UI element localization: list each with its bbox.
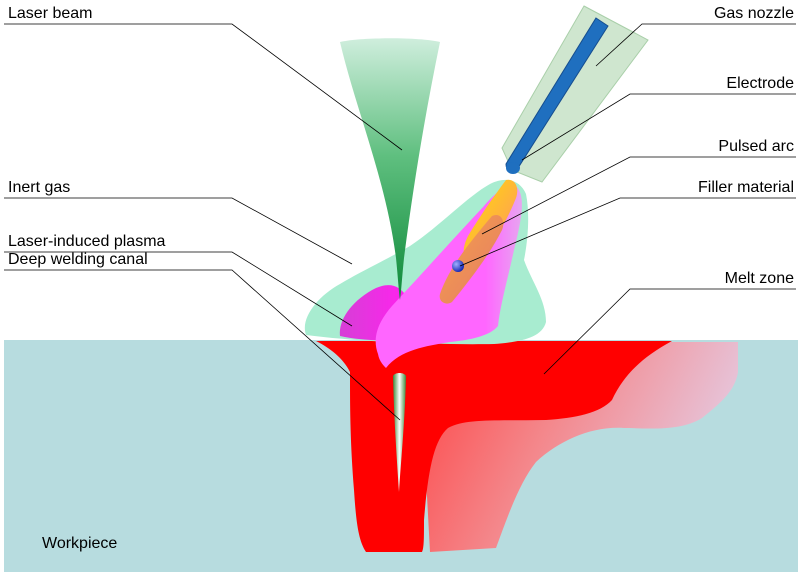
- electrode-tip: [506, 162, 520, 174]
- label-melt-zone: Melt zone: [725, 270, 794, 287]
- filler-material: [439, 214, 504, 304]
- label-gas-nozzle: Gas nozzle: [714, 5, 794, 22]
- label-electrode: Electrode: [726, 75, 794, 92]
- label-workpiece: Workpiece: [42, 535, 117, 552]
- label-laser-induced-plasma: Laser-induced plasma: [8, 233, 166, 250]
- melt-zone-gradient: [400, 342, 738, 552]
- deep-welding-canal: [393, 373, 406, 492]
- leader-laser-beam: [4, 23, 403, 151]
- leader-electrode: [521, 93, 796, 161]
- leader-pulsed-arc: [481, 156, 796, 235]
- label-inert-gas: Inert gas: [8, 179, 70, 196]
- label-deep-welding-canal: Deep welding canal: [8, 251, 148, 268]
- label-filler-material: Filler material: [698, 179, 794, 196]
- laser-beam: [340, 38, 440, 300]
- filler-tip-icon: [452, 260, 464, 272]
- leader-melt-zone: [543, 288, 796, 375]
- leader-filler-material: [459, 197, 796, 267]
- leader-laser-induced-plasma: [4, 251, 353, 327]
- leader-inert-gas: [4, 197, 353, 265]
- leader-gas-nozzle: [595, 23, 796, 67]
- label-pulsed-arc: Pulsed arc: [718, 138, 794, 155]
- gas-nozzle: [501, 5, 649, 183]
- leader-deep-welding-canal: [4, 269, 401, 421]
- label-laser-beam: Laser beam: [8, 5, 93, 22]
